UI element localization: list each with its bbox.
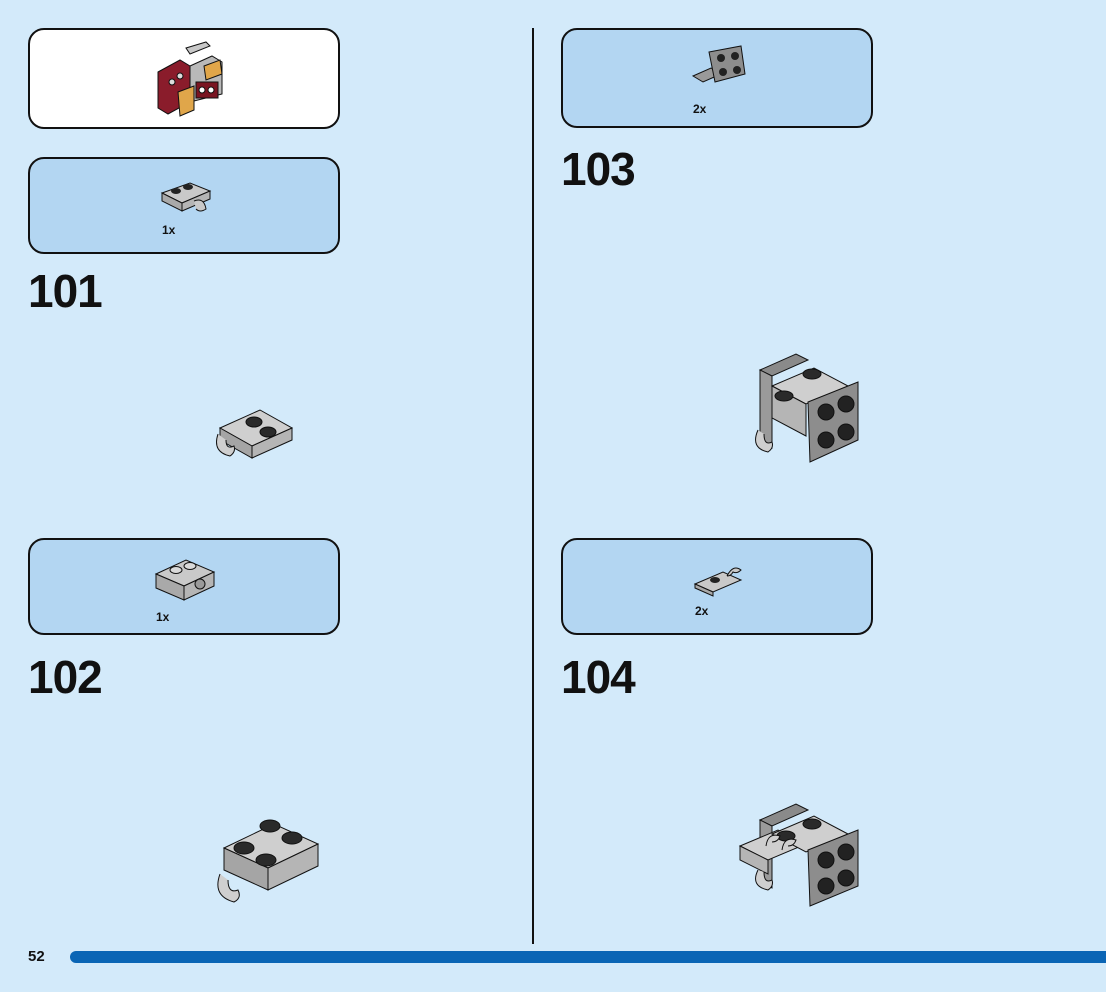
step-number: 103	[561, 143, 636, 195]
part-icon-bracket-plate	[691, 45, 746, 83]
part-quantity: 2x	[693, 102, 707, 116]
step-103-build-image	[755, 353, 859, 463]
part-quantity: 2x	[695, 604, 709, 618]
step-101-build-image	[216, 409, 294, 459]
part-icon-clip-plate	[693, 567, 743, 597]
submodel-preview-box	[28, 28, 340, 129]
step-number: 101	[28, 265, 103, 317]
parts-callout-step-103: 2x	[561, 28, 873, 128]
step-number: 104	[561, 651, 636, 703]
parts-callout-step-102: 1x	[28, 538, 340, 635]
page-number: 52	[28, 948, 45, 965]
part-icon-clip-plate	[160, 182, 212, 212]
part-quantity: 1x	[156, 610, 170, 624]
page-footer-bar	[70, 951, 1106, 963]
parts-callout-step-104: 2x	[561, 538, 873, 635]
parts-callout-step-101: 1x	[28, 157, 340, 254]
step-104-build-image	[738, 803, 859, 907]
part-quantity: 1x	[162, 223, 176, 237]
column-divider	[532, 28, 534, 944]
part-icon-technic-brick	[154, 559, 216, 601]
step-102-build-image	[217, 819, 320, 903]
submodel-preview-image	[157, 41, 223, 117]
step-number: 102	[28, 651, 103, 703]
